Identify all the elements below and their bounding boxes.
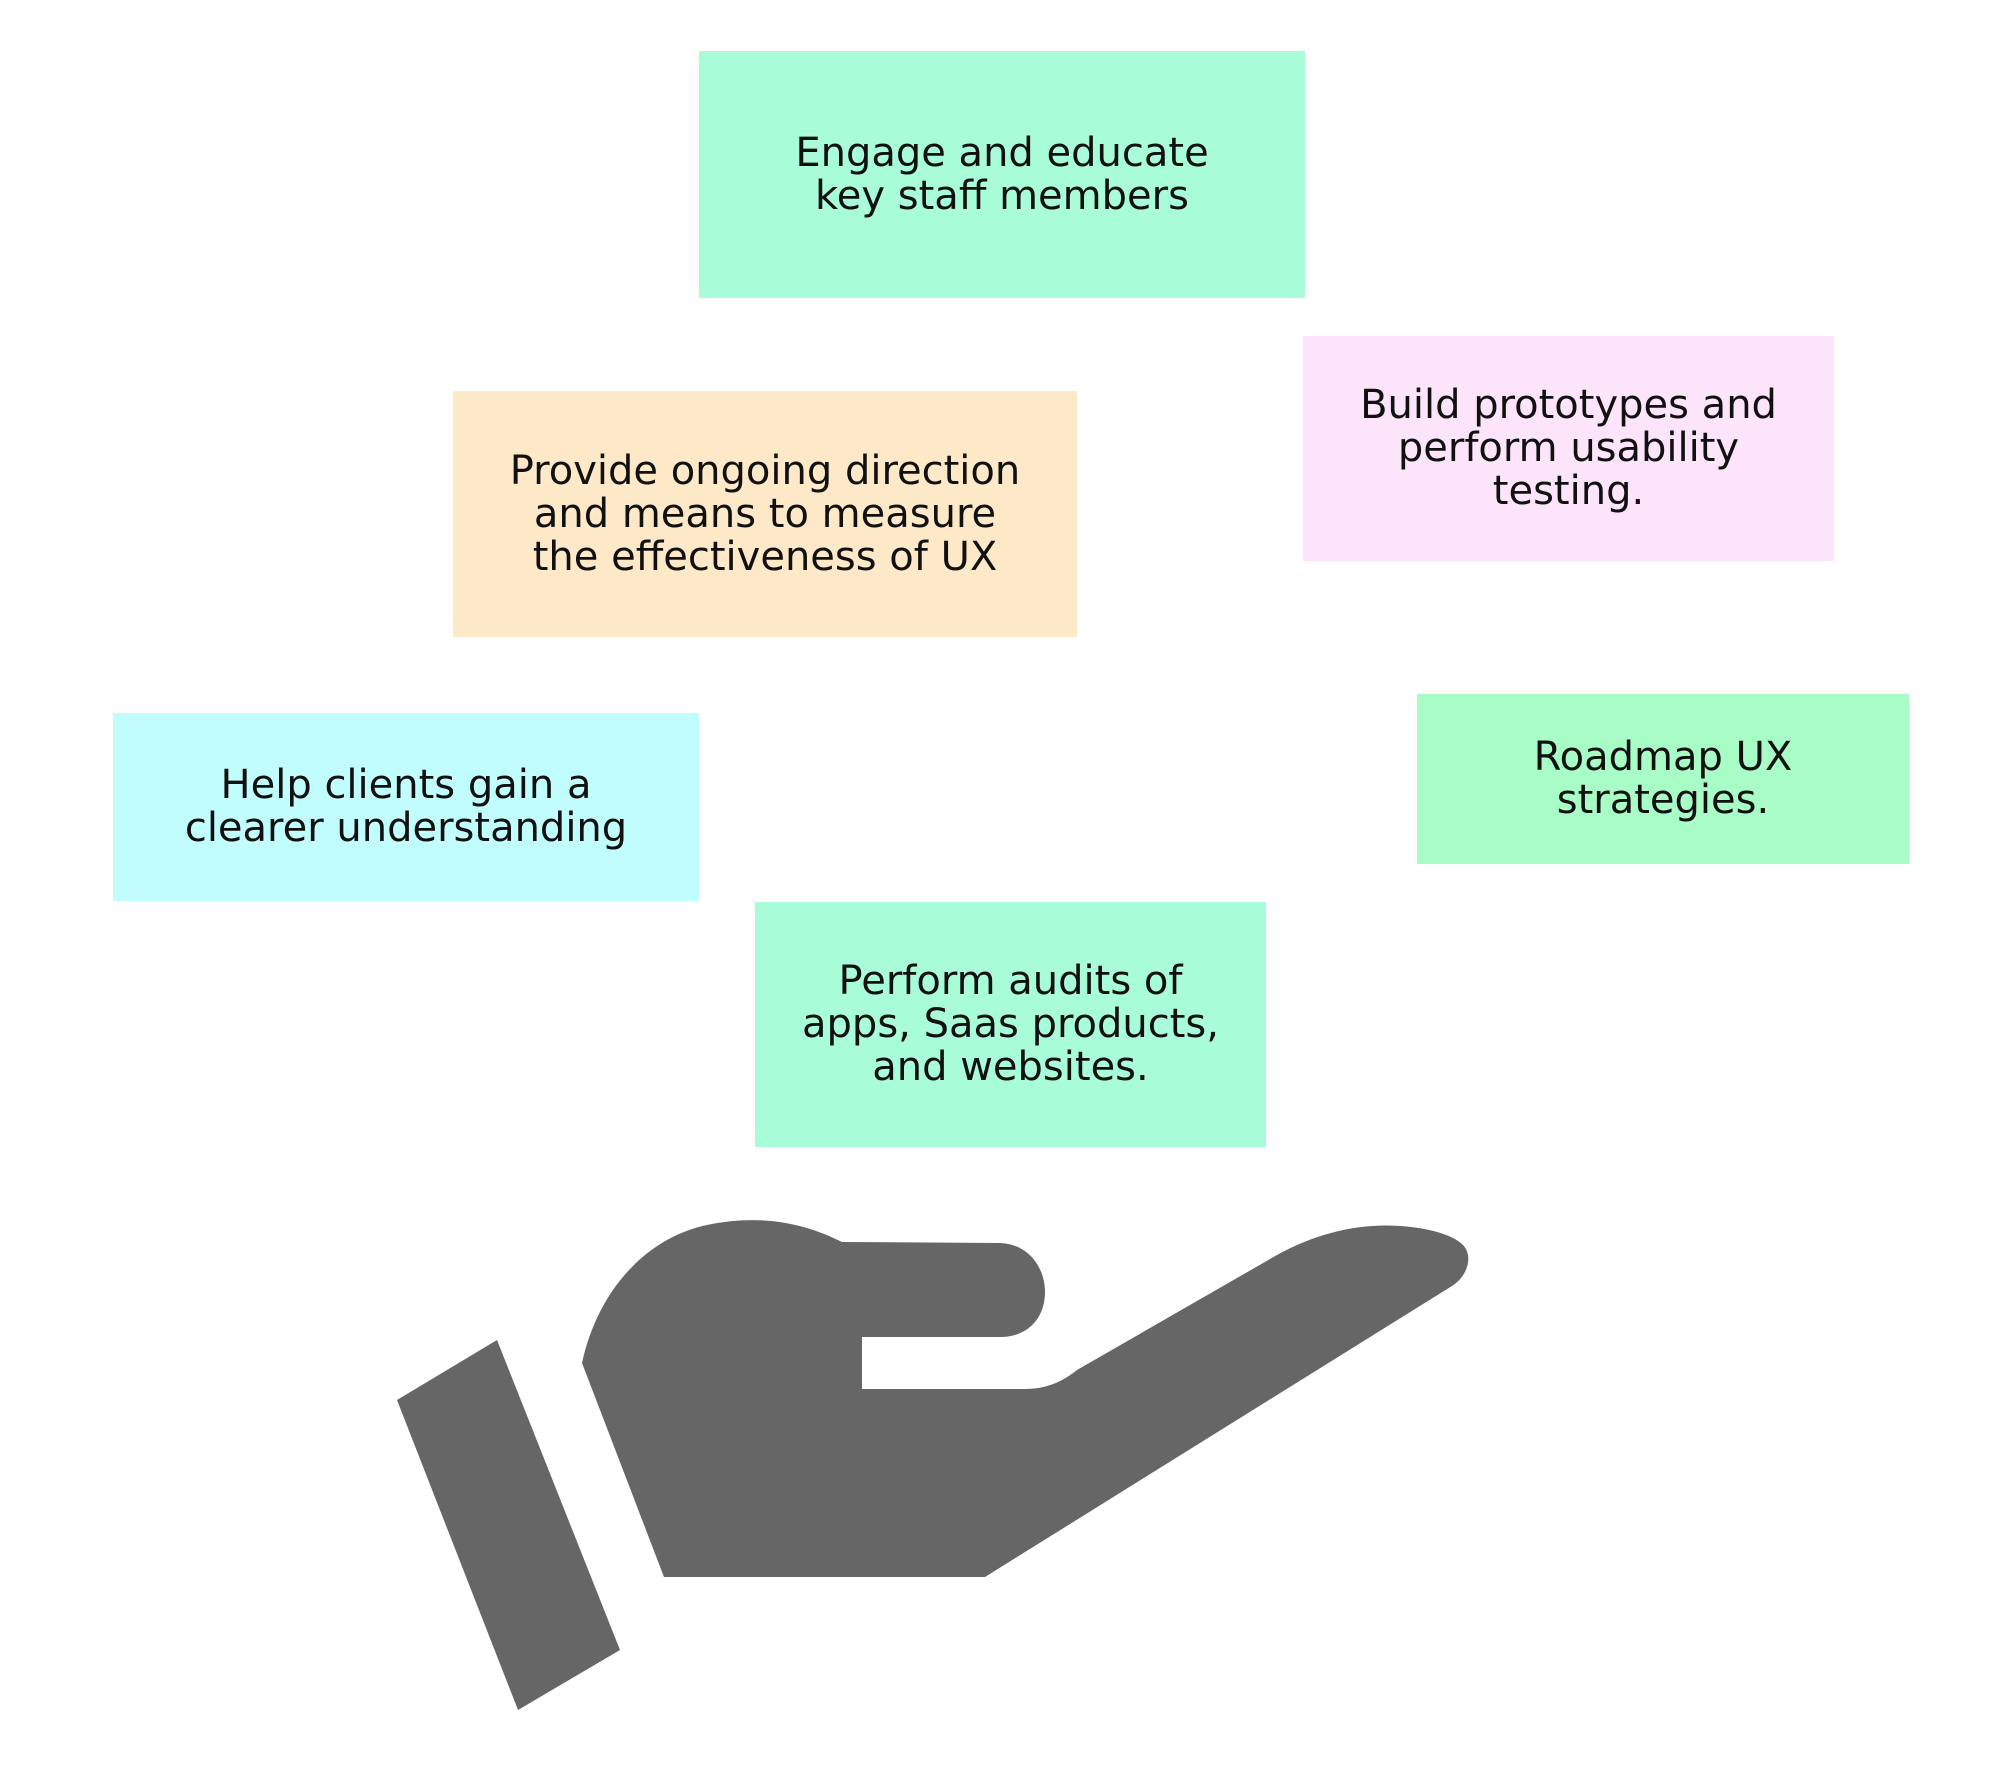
note-engage-staff-text: Engage and educate key staff members (795, 129, 1209, 219)
note-roadmap-ux: Roadmap UX strategies. (1417, 694, 1909, 864)
note-build-prototypes-text: Build prototypes and perform usability t… (1360, 382, 1777, 514)
note-provide-direction-text: Provide ongoing direction and means to m… (509, 447, 1021, 580)
note-perform-audits: Perform audits of apps, Saas products, a… (755, 902, 1266, 1147)
note-engage-staff: Engage and educate key staff members (699, 51, 1305, 298)
hand-palm-shape (582, 1220, 1469, 1577)
note-build-prototypes: Build prototypes and perform usability t… (1303, 336, 1834, 561)
hand-cuff-shape (397, 1340, 620, 1710)
note-help-clients: Help clients gain a clearer understandin… (113, 713, 699, 901)
note-perform-audits-text: Perform audits of apps, Saas products, a… (802, 958, 1219, 1090)
note-provide-direction: Provide ongoing direction and means to m… (453, 391, 1077, 637)
note-help-clients-text: Help clients gain a clearer understandin… (184, 762, 628, 851)
note-roadmap-ux-text: Roadmap UX strategies. (1533, 734, 1793, 823)
